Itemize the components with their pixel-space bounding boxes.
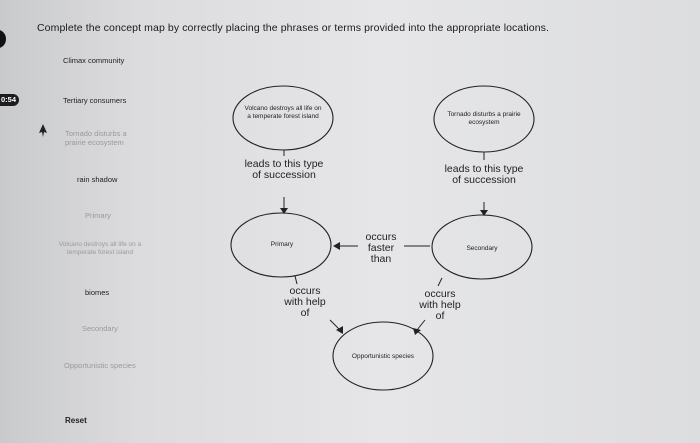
bank-item-tertiary-consumers[interactable]: Tertiary consumers [63,96,127,105]
node-secondary-label[interactable]: Secondary [466,245,498,252]
node-secondary-ellipse [431,214,533,280]
arrow-help-left [329,319,341,331]
bank-item-biomes[interactable]: biomes [85,288,110,297]
node-primary-ellipse [230,212,332,278]
arrow-right-down-head [480,210,488,216]
node-primary-label[interactable]: Primary [270,241,294,248]
bank-item-secondary[interactable]: Secondary [82,324,118,333]
timer-badge: 0:54 [0,94,19,106]
node-tornado-label[interactable]: Tornado disturbs a prairie ecosystem [447,111,521,126]
arrow-help-right [416,319,426,331]
link-help-left: occurs with help of [284,285,326,319]
side-tab-marker [0,30,6,48]
arrow-left-down-head [280,208,288,214]
node-volcano-ellipse [232,85,334,151]
arrow-help-left-head [336,326,343,334]
link-faster: occurs faster than [365,231,397,265]
connector-secondary-help [437,277,443,287]
node-opportunistic-ellipse [332,321,434,391]
bank-item-climax-community[interactable]: Climax community [63,56,125,65]
bank-item-volcano[interactable]: Volcano destroys all life on a temperate… [58,241,142,256]
mouse-cursor-icon [39,124,47,137]
question-prompt: Complete the concept map by correctly pl… [37,22,550,34]
connector-primary-help [294,275,298,285]
node-opportunistic-label[interactable]: Opportunistic species [351,353,415,360]
link-leads-right: leads to this type of succession [444,163,524,186]
bank-item-primary[interactable]: Primary [85,211,111,220]
node-volcano-label[interactable]: Volcano destroys all life on a temperate… [244,105,322,120]
bank-item-opportunistic[interactable]: Opportunistic species [64,361,136,370]
link-help-right: occurs with help of [419,288,461,322]
link-leads-left: leads to this type of succession [244,158,324,181]
bank-item-tornado[interactable]: Tornado disturbs a prairie ecosystem [65,129,127,147]
arrow-help-right-head [413,328,421,335]
bank-item-rain-shadow[interactable]: rain shadow [77,175,118,184]
arrow-faster-head [333,242,340,250]
reset-button[interactable]: Reset [65,416,87,425]
